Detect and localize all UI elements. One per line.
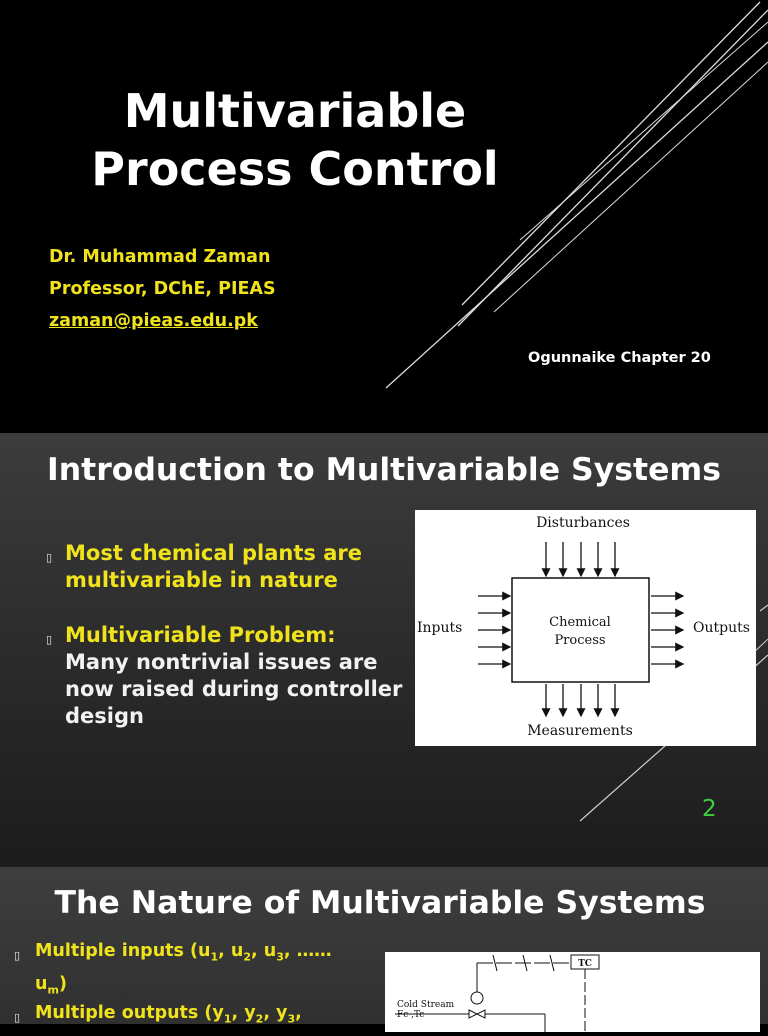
cold-stream-vars: Fc ,Tc: [397, 1010, 424, 1020]
title-line-1: Multivariable: [123, 84, 467, 138]
bullet-item: ▯ Multiple outputs (y1, y2, y3,: [14, 1000, 344, 1033]
page-number: 2: [702, 796, 717, 822]
tc-label: TC: [578, 959, 592, 969]
slide-title: Introduction to Multivariable Systems: [46, 452, 722, 488]
slide-title: The Nature of Multivariable Systems: [54, 885, 706, 921]
bullet-item: ▯ Most chemical plants are multivariable…: [46, 540, 406, 594]
decorative-lines: [385, 1, 768, 389]
bullet-text: Most chemical plants are multivariable i…: [65, 541, 362, 592]
author-name: Dr. Muhammad Zaman: [49, 247, 271, 267]
process-label-line1: Chemical: [549, 615, 611, 630]
author-email-link[interactable]: zaman@pieas.edu.pk: [49, 311, 258, 331]
presentation-title: Multivariable Process Control: [40, 82, 550, 198]
bullet-text: Many nontrivial issues are now raised du…: [65, 650, 403, 728]
bullet-item: ▯ Multivariable Problem: Many nontrivial…: [46, 622, 406, 730]
bullet-heading: Multivariable Problem:: [65, 623, 336, 647]
bullet-marker-icon: ▯: [14, 1011, 21, 1024]
bullet-text: Multiple outputs (y1, y2, y3,: [35, 1003, 302, 1026]
title-line-2: Process Control: [91, 142, 499, 196]
bullet-marker-icon: ▯: [46, 633, 53, 646]
bullet-marker-icon: ▯: [14, 949, 21, 962]
cold-stream-label: Cold Stream: [397, 1000, 455, 1010]
bullet-text: Multiple inputs (u1, u2, u3, ……um): [35, 941, 332, 996]
chemical-process-diagram: Disturbances Inputs Outputs Measurements…: [415, 510, 756, 746]
bullet-item: ▯ Multiple inputs (u1, u2, u3, ……um): [14, 938, 344, 1003]
process-label-line2: Process: [554, 633, 605, 648]
process-schematic-diagram: TC Cold Stream Fc ,Tc: [385, 952, 760, 1032]
measurements-label: Measurements: [527, 723, 633, 739]
title-slide: Multivariable Process Control Dr. Muhamm…: [0, 0, 768, 433]
process-box: [511, 577, 650, 683]
author-position: Professor, DChE, PIEAS: [49, 279, 276, 299]
bullet-marker-icon: ▯: [46, 551, 53, 564]
disturbances-label: Disturbances: [536, 515, 630, 531]
chapter-reference: Ogunnaike Chapter 20: [528, 350, 711, 366]
outputs-label: Outputs: [693, 620, 750, 636]
inputs-label: Inputs: [417, 620, 462, 636]
